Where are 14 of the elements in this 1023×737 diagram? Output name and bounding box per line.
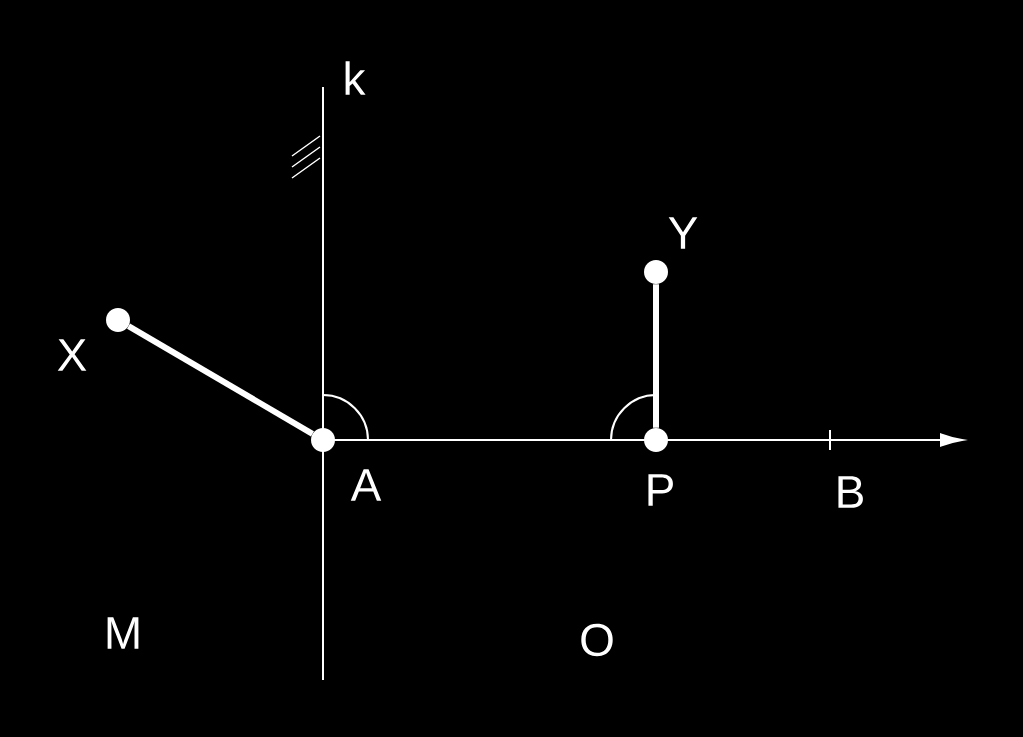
region-label: O bbox=[581, 623, 613, 657]
point-label: P bbox=[648, 474, 673, 506]
region-label: k bbox=[345, 61, 366, 95]
region-label: M bbox=[107, 617, 139, 649]
segment bbox=[127, 323, 314, 437]
point bbox=[644, 260, 668, 284]
point bbox=[106, 308, 130, 332]
segment bbox=[653, 284, 659, 428]
point bbox=[311, 428, 335, 452]
point-label: Y bbox=[668, 217, 698, 249]
point-label: A bbox=[350, 469, 382, 501]
point bbox=[644, 428, 668, 452]
region-label: B bbox=[838, 476, 863, 508]
point-label: X bbox=[57, 339, 87, 371]
